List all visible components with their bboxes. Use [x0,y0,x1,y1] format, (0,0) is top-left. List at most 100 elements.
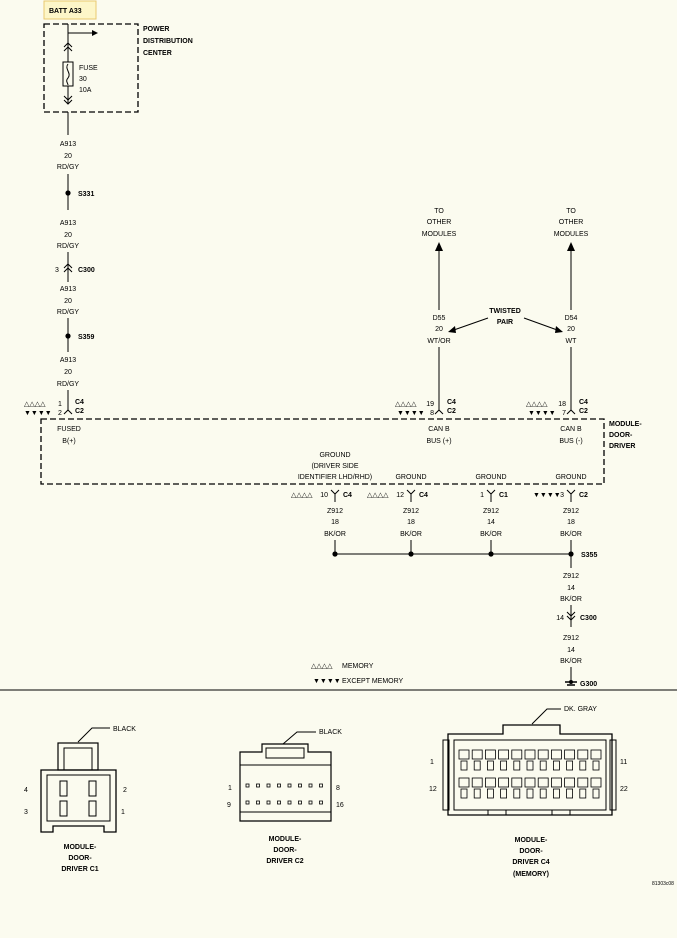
c2-cavity [256,800,260,805]
z912-14-b-gauge: 14 [567,647,575,654]
c4-title-3: DRIVER C4 [512,859,549,866]
c4-cavity [524,777,536,788]
c1-housing-inner [46,774,111,822]
a913-3-gauge: 20 [64,298,72,305]
bus-arrow-icon [92,30,98,36]
c2-cavity [308,783,313,788]
c1-color: BLACK [113,726,136,733]
d55-gauge: 20 [435,326,443,333]
z912-14-b-code: Z912 [563,635,579,642]
c1-pin-2: 2 [123,787,127,794]
c2-cavity [319,800,323,805]
c2-cavity [287,783,292,788]
module-label-3: DRIVER [609,443,635,450]
gnd3-pin: 1 [480,492,484,499]
canm-memory-sym: △△△△ [526,401,548,408]
gnd1-label-2: (DRIVER SIDE [311,463,358,470]
gnd3-wire-code: Z912 [483,508,499,515]
batt-label: BATT A33 [49,8,82,15]
c4-color-leader [531,708,561,725]
gnd1-conn: C4 [343,492,352,499]
c300-bottom-connector-icon [566,611,576,621]
c2-pin-8: 8 [336,785,340,792]
c4-cavity [498,777,510,788]
to-other-1-line3: MODULES [422,231,457,238]
lower-fuse-connector-icon [63,95,73,105]
c2-latch [265,747,305,759]
c1-cavity-1 [88,800,97,817]
to-other-2-line1: TO [566,208,576,215]
c1-pin-4: 4 [24,787,28,794]
c1-title-3: DRIVER C1 [61,866,98,873]
d54-color: WT [566,338,578,345]
c300-top-connector-icon [63,263,73,273]
s331-label: S331 [78,191,94,198]
canm-conn-c2: C2 [579,408,588,415]
c4-color: DK. GRAY [564,706,597,713]
fused-pin-c4: 1 [58,401,62,408]
s355-label: S355 [581,552,597,559]
c4-title-1: MODULE- [515,837,548,844]
c4-title-2: DOOR- [519,848,543,855]
c4-terminal [486,788,494,799]
c4-cavity [458,777,470,788]
c2-cavity [308,800,313,805]
c4-cavity [590,749,602,760]
fused-conn-c4: C4 [75,399,84,406]
c2-cavity [266,800,271,805]
c4-cavity [484,777,496,788]
pdc-box [43,23,139,113]
z912-14-b-color: BK/OR [560,658,582,665]
c2-cavity [287,800,292,805]
gnd2-memory-sym: △△△△ [367,492,389,499]
canp-conn-c4: C4 [447,399,456,406]
c2-cavity [277,783,281,788]
to-other-1-line2: OTHER [427,219,452,226]
c4-cavity [564,749,575,760]
c2-title-3: DRIVER C2 [266,858,303,865]
legend-memory-text: MEMORY [342,663,374,670]
c4-cavity [484,749,496,760]
module-door-driver-box [40,418,605,485]
s355-splice [568,551,574,557]
gnd1-wire-gauge: 18 [331,519,339,526]
to-other-arrow-1-icon [435,242,443,251]
twisted-arrow-right-icon [555,326,563,333]
c4-terminal [553,788,560,799]
c1-housing [40,769,117,833]
c4-pin-11: 11 [620,759,627,766]
c2-color: BLACK [319,729,342,736]
fused-label-2: B(+) [62,438,75,445]
a913-4-color: RD/GY [57,381,80,388]
c2-pin-1: 1 [228,785,232,792]
canp-conn-c2: C2 [447,408,456,415]
gnd1-label-3: IDENTIFIER LHD/RHD) [298,474,372,481]
fuse-rating: 10A [79,87,92,94]
canm-label-1: CAN B [560,426,582,433]
gnd3-connector-icon [486,489,496,502]
c4-terminal [460,760,468,771]
fused-pin-c2: 2 [58,410,62,417]
c4-cavity [498,749,510,760]
canm-label-2: BUS (-) [559,438,582,445]
canp-connector-icon [434,409,444,415]
a913-2-code: A913 [60,220,76,227]
canp-label-2: BUS (+) [426,438,451,445]
g300-dot [569,680,573,684]
gnd3-conn: C1 [499,492,508,499]
gnd1-pin: 10 [320,492,328,499]
c2-color-leader [282,731,316,745]
c4-terminal [592,788,600,799]
canp-label-1: CAN B [428,426,450,433]
c4-housing-inner [453,739,607,811]
c4-title-4: (MEMORY) [513,871,549,878]
c4-terminal [579,760,587,771]
c4-terminal [592,760,600,771]
c4-terminal [566,760,573,771]
c2-title-2: DOOR- [273,847,297,854]
a913-3-code: A913 [60,286,76,293]
pdc-label-1: POWER [143,26,169,33]
a913-1-color: RD/GY [57,164,80,171]
gnd4-connector-icon [566,489,576,502]
a913-4-code: A913 [60,357,76,364]
